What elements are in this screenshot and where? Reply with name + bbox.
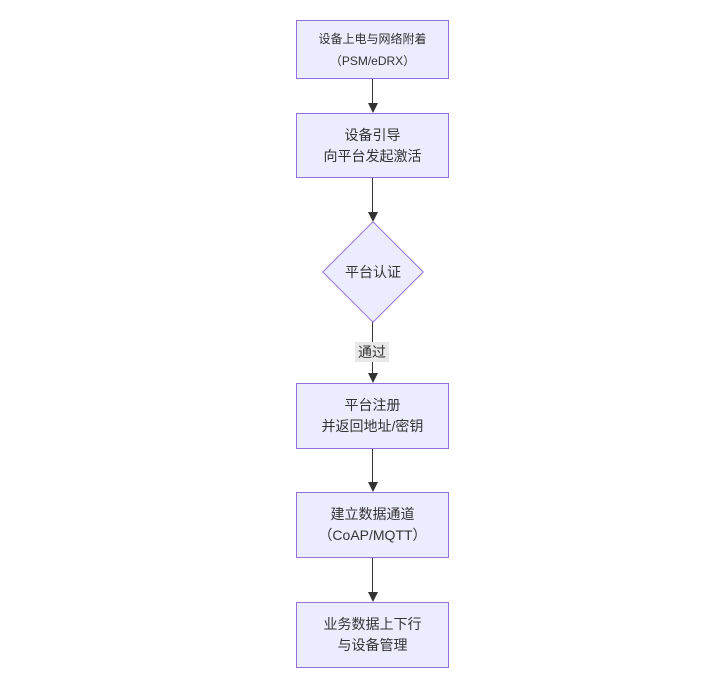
- arrow-head-icon: [368, 373, 378, 383]
- node-text-line: 建立数据通道: [330, 506, 415, 522]
- node-text-line: （CoAP/MQTT）: [318, 527, 427, 543]
- edge-line-channel-to-business: [372, 558, 373, 593]
- flow-node-business-data: 业务数据上下行 与设备管理: [296, 602, 449, 668]
- node-text-line: 业务数据上下行: [323, 616, 422, 632]
- flow-decision-platform-auth: 平台认证: [322, 221, 424, 323]
- node-text-line: 平台认证: [345, 264, 401, 280]
- flow-node-bootstrap: 设备引导 向平台发起激活: [296, 113, 449, 178]
- arrow-head-icon: [368, 592, 378, 602]
- node-text-line: 与设备管理: [337, 637, 408, 653]
- node-text-line: 设备上电与网络附着: [318, 31, 427, 46]
- edge-line-bootstrap-to-auth: [372, 178, 373, 213]
- flow-node-register: 平台注册 并返回地址/密钥: [296, 383, 449, 449]
- node-text-line: （PSM/eDRX）: [329, 53, 416, 68]
- node-text-line: 设备引导: [344, 126, 401, 143]
- edge-label-pass: 通过: [355, 342, 389, 362]
- edge-line-power-to-bootstrap: [372, 79, 373, 104]
- node-text-line: 平台注册: [344, 397, 401, 413]
- flow-node-power-attach: 设备上电与网络附着 （PSM/eDRX）: [296, 20, 449, 79]
- arrow-head-icon: [368, 482, 378, 492]
- arrow-head-icon: [368, 103, 378, 113]
- edge-line-register-to-channel: [372, 449, 373, 483]
- node-text-line: 并返回地址/密钥: [321, 418, 424, 434]
- node-text-line: 向平台发起激活: [323, 147, 422, 164]
- arrow-head-icon: [368, 212, 378, 222]
- flow-node-data-channel: 建立数据通道 （CoAP/MQTT）: [296, 492, 449, 558]
